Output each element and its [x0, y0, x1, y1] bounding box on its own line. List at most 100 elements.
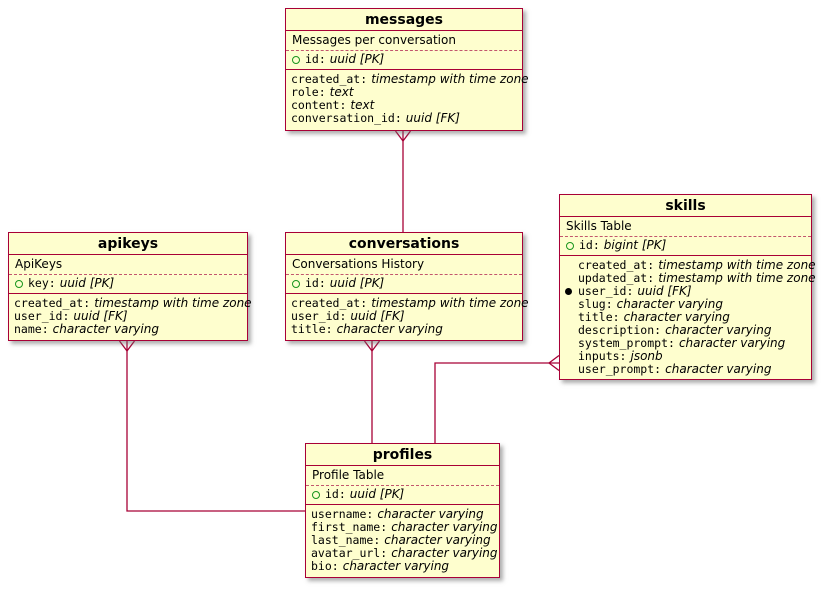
- primary-key-icon: [15, 279, 23, 288]
- column-name: title: [578, 311, 620, 324]
- field-row: inputs jsonb: [565, 350, 805, 363]
- column-name: inputs: [578, 350, 626, 363]
- field-row: updated_at timestamp with time zone: [565, 272, 816, 285]
- column-name: conversation_id: [291, 112, 402, 125]
- primary-key-icon: [312, 490, 320, 499]
- column-name: bio: [311, 560, 339, 573]
- column-type: timestamp with time zone: [371, 296, 529, 310]
- column-name: slug: [578, 298, 613, 311]
- field-row: user_id uuid [FK]: [291, 310, 516, 323]
- table-skills: skills Skills Table id bigint [PK] creat…: [559, 194, 816, 380]
- field-row: system_prompt character varying: [565, 337, 805, 350]
- column-name: created_at: [291, 297, 367, 310]
- column-name: role: [291, 86, 326, 99]
- table-description: Conversations History: [286, 255, 522, 275]
- column-type: character varying: [52, 322, 159, 336]
- column-type: character varying: [342, 559, 450, 573]
- table-title: messages: [286, 9, 522, 31]
- column-type: character varying: [384, 533, 491, 547]
- column-type: character varying: [665, 323, 772, 337]
- column-type: character varying: [678, 336, 786, 350]
- column-type: jsonb: [630, 349, 663, 363]
- column-name: description: [578, 324, 661, 337]
- column-name: created_at: [578, 259, 654, 272]
- column-type: character varying: [377, 507, 484, 521]
- field-row: username character varying: [311, 508, 493, 521]
- column-name: name: [14, 323, 49, 336]
- column-name: id: [579, 239, 600, 252]
- columns-section: username character varying first_name ch…: [306, 505, 499, 576]
- field-row: title character varying: [565, 311, 805, 324]
- primary-key-row: id bigint [PK]: [566, 239, 805, 252]
- columns-section: created_at timestamp with time zone user…: [286, 294, 529, 339]
- column-type: text: [329, 85, 354, 99]
- column-type: timestamp with time zone: [658, 271, 816, 285]
- primary-key-icon: [292, 279, 300, 288]
- field-row: created_at timestamp with time zone: [291, 73, 529, 86]
- column-name: first_name: [311, 521, 387, 534]
- primary-key-section: id uuid [PK]: [306, 486, 499, 505]
- column-type: uuid [FK]: [73, 309, 128, 323]
- field-row: slug character varying: [565, 298, 805, 311]
- column-name: created_at: [14, 297, 90, 310]
- column-type: character varying: [616, 297, 723, 311]
- field-row: user_id uuid [FK]: [14, 310, 241, 323]
- field-row: conversation_id uuid [FK]: [291, 112, 516, 125]
- column-name: updated_at: [578, 272, 654, 285]
- table-description: Profile Table: [306, 466, 499, 486]
- column-type: character varying: [665, 362, 772, 376]
- field-row: created_at timestamp with time zone: [565, 259, 816, 272]
- column-name: avatar_url: [311, 547, 387, 560]
- columns-section: created_at timestamp with time zone role…: [286, 70, 529, 128]
- column-name: username: [311, 508, 373, 521]
- column-name: created_at: [291, 73, 367, 86]
- primary-key-row: id uuid [PK]: [312, 488, 493, 501]
- primary-key-icon: [292, 55, 300, 64]
- column-name: id: [305, 53, 326, 66]
- relationship-profiles-apikeys: [118, 340, 305, 512]
- table-profiles: profiles Profile Table id uuid [PK] user…: [305, 443, 500, 578]
- primary-key-row: id uuid [PK]: [292, 277, 516, 290]
- column-type: timestamp with time zone: [371, 72, 529, 86]
- column-type: timestamp with time zone: [658, 258, 816, 272]
- primary-key-icon: [566, 241, 574, 250]
- table-description: Skills Table: [560, 217, 811, 237]
- primary-key-row: id uuid [PK]: [292, 53, 516, 66]
- column-name: user_id: [578, 285, 633, 298]
- column-type: uuid [PK]: [329, 276, 385, 290]
- column-type: uuid [PK]: [329, 52, 385, 66]
- column-name: title: [291, 323, 333, 336]
- columns-section: created_at timestamp with time zone user…: [9, 294, 252, 339]
- table-title: profiles: [306, 444, 499, 466]
- primary-key-section: id uuid [PK]: [286, 275, 522, 294]
- not-null-dot-icon: [565, 288, 572, 295]
- field-row: description character varying: [565, 324, 805, 337]
- column-type: text: [350, 98, 375, 112]
- field-row: avatar_url character varying: [311, 547, 498, 560]
- field-row: created_at timestamp with time zone: [291, 297, 529, 310]
- field-row: user_prompt character varying: [565, 363, 805, 376]
- column-type: uuid [FK]: [350, 309, 405, 323]
- column-name: content: [291, 99, 346, 112]
- field-row: name character varying: [14, 323, 241, 336]
- relationship-conversations-messages: [394, 130, 412, 232]
- column-name: id: [325, 488, 346, 501]
- field-row: bio character varying: [311, 560, 493, 573]
- table-description: ApiKeys: [9, 255, 247, 275]
- column-type: character varying: [623, 310, 730, 324]
- primary-key-section: id uuid [PK]: [286, 51, 522, 70]
- field-row: role text: [291, 86, 516, 99]
- primary-key-section: id bigint [PK]: [560, 237, 811, 256]
- column-type: uuid [PK]: [349, 487, 405, 501]
- relationship-profiles-conversations: [363, 340, 381, 443]
- columns-section: created_at timestamp with time zone upda…: [560, 256, 816, 379]
- table-title: skills: [560, 195, 811, 217]
- column-name: user_id: [14, 310, 69, 323]
- column-type: character varying: [391, 520, 498, 534]
- column-type: character varying: [336, 322, 443, 336]
- table-title: conversations: [286, 233, 522, 255]
- field-row: title character varying: [291, 323, 516, 336]
- table-conversations: conversations Conversations History id u…: [285, 232, 529, 341]
